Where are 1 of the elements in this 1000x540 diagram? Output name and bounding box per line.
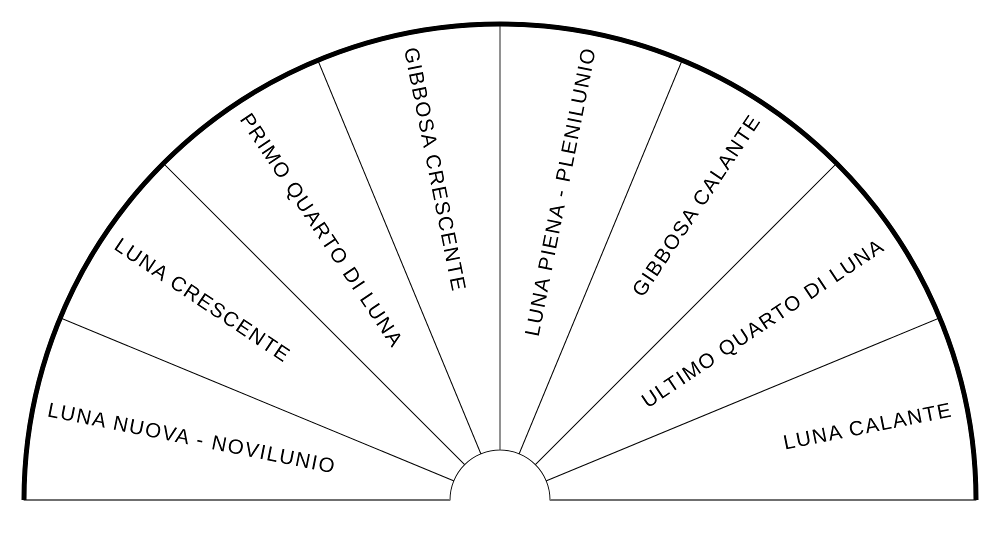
phase-label: LUNA CALANTE bbox=[781, 399, 954, 454]
